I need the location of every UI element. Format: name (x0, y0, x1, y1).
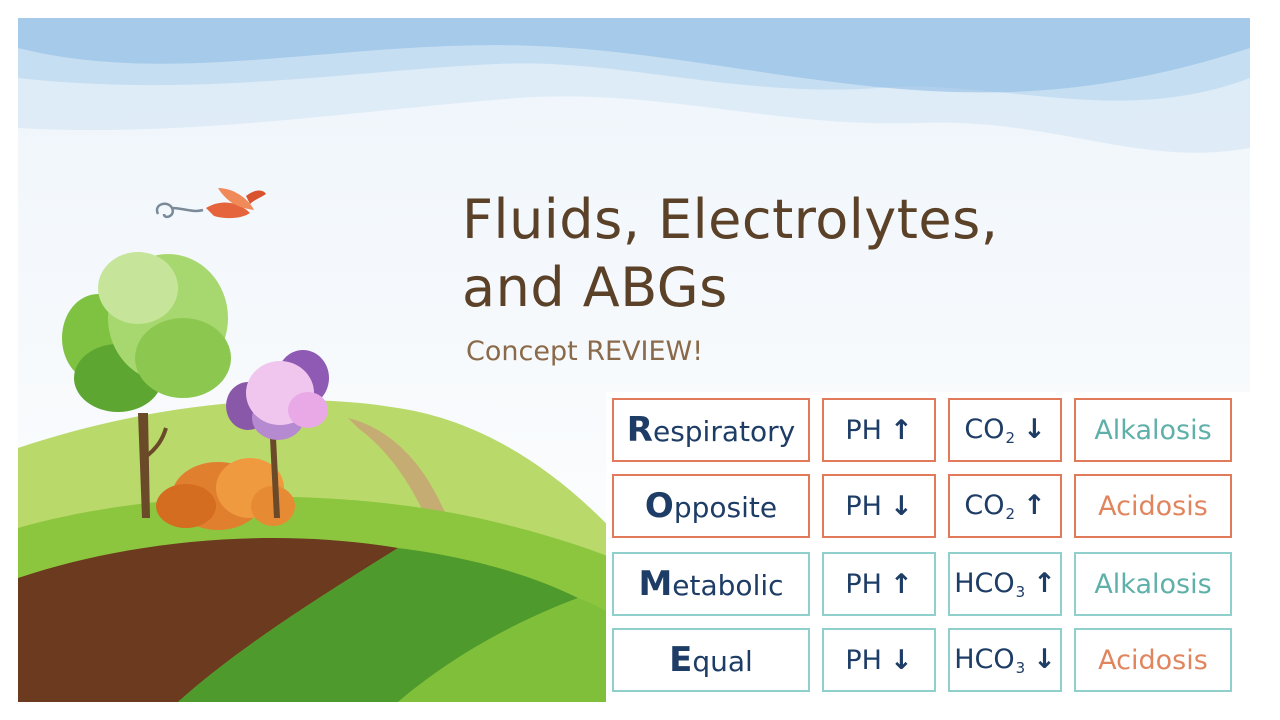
slide-subtitle: Concept REVIEW! (466, 336, 704, 367)
green-stripe-2 (398, 598, 638, 702)
row-respiratory-result: Alkalosis (1074, 398, 1232, 462)
gas-main: CO (964, 413, 1005, 445)
row-opposite-ph: PH↓ (822, 474, 936, 538)
row-equal-ph: PH↓ (822, 628, 936, 692)
ph-up-arrow-icon: ↑ (889, 414, 913, 446)
ph-up-arrow-icon: ↑ (889, 568, 913, 600)
sky-wave-mid (18, 18, 1250, 93)
row-equal-gas: HCO3 ↓ (948, 628, 1062, 692)
row-metabolic-result: Alkalosis (1074, 552, 1232, 616)
result-alkalosis: Alkalosis (1094, 568, 1212, 600)
row-initial: O (644, 486, 674, 526)
purple-tree-icon (226, 350, 329, 518)
slide: Fluids, Electrolytes, and ABGs Concept R… (18, 18, 1250, 702)
brown-field (18, 538, 398, 702)
gas-sub: 2 (1005, 504, 1016, 523)
gas-sub: 3 (1015, 582, 1026, 601)
row-rest: espiratory (652, 415, 796, 448)
ph-label: PH (845, 414, 882, 446)
gas-sub: 3 (1015, 658, 1026, 677)
row-equal-label: Equal (612, 628, 810, 692)
row-initial: R (626, 410, 653, 450)
ph-down-arrow-icon: ↓ (889, 644, 913, 676)
row-opposite-gas: CO2 ↑ (948, 474, 1062, 538)
gas-main: CO (964, 489, 1005, 521)
row-rest: qual (692, 645, 753, 678)
row-metabolic-gas: HCO3 ↑ (948, 552, 1062, 616)
row-respiratory-label: Respiratory (612, 398, 810, 462)
title-line-2: and ABGs (462, 256, 728, 319)
ph-label: PH (845, 568, 882, 600)
green-tree-icon (62, 252, 231, 518)
gas-main: HCO (954, 567, 1015, 599)
swirl-icon (155, 202, 204, 219)
orange-bush-icon (156, 458, 295, 530)
green-stripe-1 (178, 548, 578, 702)
row-equal-result: Acidosis (1074, 628, 1232, 692)
row-rest: pposite (673, 491, 778, 524)
gas-down-arrow-icon: ↓ (1033, 643, 1056, 675)
ph-down-arrow-icon: ↓ (889, 490, 913, 522)
ph-label: PH (845, 490, 882, 522)
row-opposite-result: Acidosis (1074, 474, 1232, 538)
result-acidosis: Acidosis (1098, 490, 1208, 522)
gas-main: HCO (954, 643, 1015, 675)
result-acidosis: Acidosis (1098, 644, 1208, 676)
row-initial: E (669, 640, 693, 680)
gas-sub: 2 (1005, 428, 1016, 447)
row-metabolic-ph: PH↑ (822, 552, 936, 616)
title-line-1: Fluids, Electrolytes, (462, 188, 999, 251)
row-opposite-label: Opposite (612, 474, 810, 538)
gas-up-arrow-icon: ↑ (1023, 489, 1046, 521)
roame-table: Respiratory PH↑ CO2↓ Alkalosis Opposite … (606, 392, 1250, 702)
result-alkalosis: Alkalosis (1094, 414, 1212, 446)
row-rest: etabolic (672, 569, 784, 602)
ph-label: PH (845, 644, 882, 676)
slide-title: Fluids, Electrolytes, and ABGs (462, 186, 998, 322)
gas-up-arrow-icon: ↑ (1033, 567, 1056, 599)
bird-icon (206, 188, 266, 219)
row-metabolic-label: Metabolic (612, 552, 810, 616)
landscape-illustration (18, 18, 1250, 702)
gas-down-arrow-icon: ↓ (1023, 413, 1046, 445)
row-respiratory-gas: CO2 ↓ (948, 398, 1062, 462)
row-respiratory-ph: PH↑ (822, 398, 936, 462)
row-initial: M (638, 564, 673, 604)
